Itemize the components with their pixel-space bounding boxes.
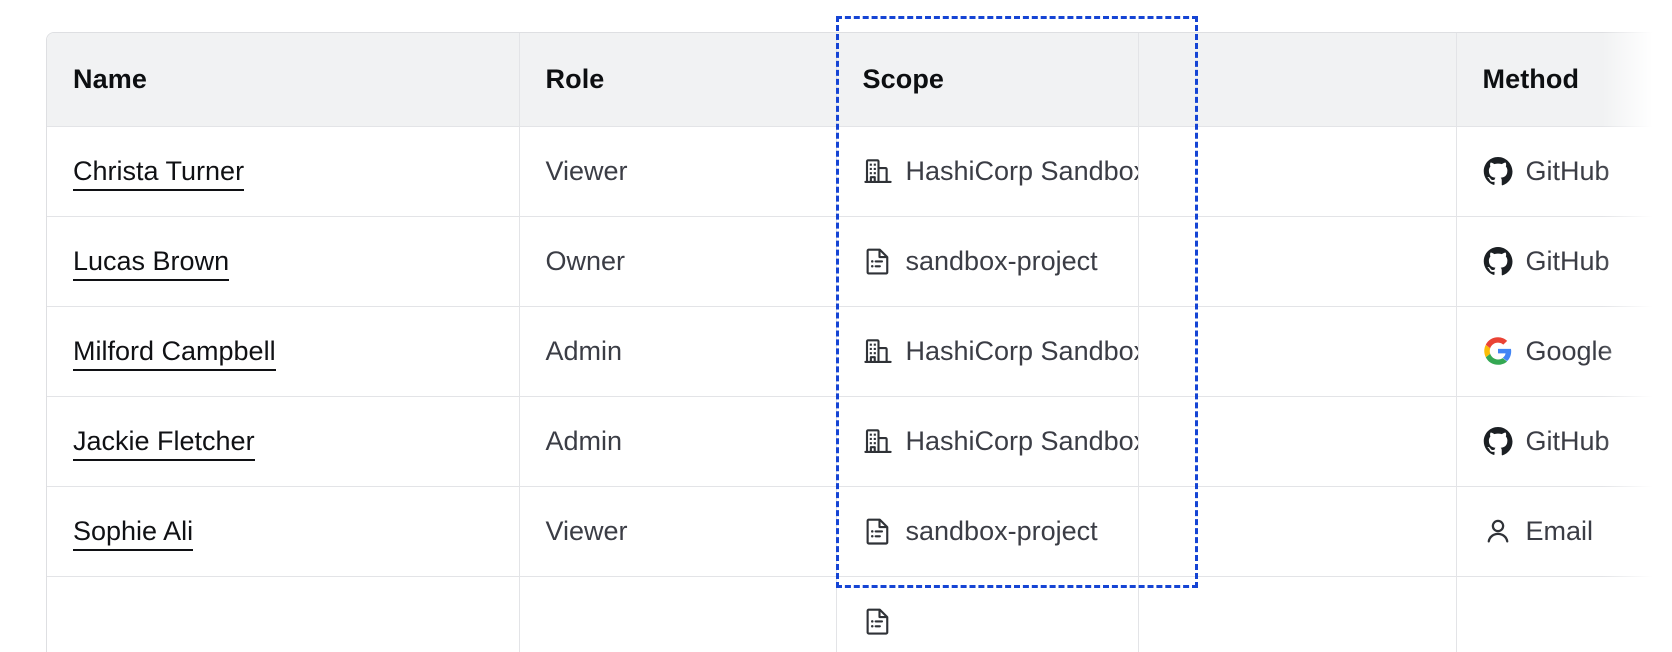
cell-extra xyxy=(1138,126,1457,217)
scope-value: sandbox-project xyxy=(863,246,1112,277)
column-header-name[interactable]: Name xyxy=(47,33,520,127)
table-row[interactable] xyxy=(47,576,1672,652)
cell-role: Owner xyxy=(519,216,837,307)
project-document-icon xyxy=(863,246,893,276)
cell-name: Jackie Fletcher xyxy=(47,396,520,487)
scope-label: sandbox-project xyxy=(905,245,1098,276)
table-row[interactable]: Sophie Ali Viewer sandbox-project Email xyxy=(47,486,1672,577)
table-row[interactable]: Lucas Brown Owner sandbox-project GitHub xyxy=(47,216,1672,307)
cell-role: Viewer xyxy=(519,486,837,577)
user-person-icon xyxy=(1483,516,1513,546)
cell-scope: HashiCorp Sandbox xyxy=(836,306,1139,397)
cell-scope xyxy=(836,576,1139,652)
cell-name: Sophie Ali xyxy=(47,486,520,577)
org-building-icon xyxy=(863,156,893,186)
cell-name xyxy=(47,576,520,652)
table-row[interactable]: Jackie Fletcher Admin HashiCorp Sandbox Git… xyxy=(47,396,1672,487)
cell-method: GitHub xyxy=(1456,396,1672,487)
cell-method: Google xyxy=(1456,306,1672,397)
method-value: Email xyxy=(1483,516,1672,547)
method-label: GitHub xyxy=(1525,155,1610,186)
scope-value: HashiCorp Sandbox xyxy=(863,336,1137,367)
method-label: GitHub xyxy=(1525,425,1610,456)
github-icon xyxy=(1483,246,1513,276)
scope-label: HashiCorp Sandbox xyxy=(905,155,1138,186)
org-building-icon xyxy=(863,426,893,456)
cell-name: Milford Campbell xyxy=(47,306,520,397)
cell-role xyxy=(519,576,837,652)
cell-role: Admin xyxy=(519,306,837,397)
member-name-link[interactable]: Sophie Ali xyxy=(73,515,194,551)
google-icon xyxy=(1483,336,1513,366)
method-label: GitHub xyxy=(1525,245,1610,276)
method-value: GitHub xyxy=(1483,156,1672,187)
cell-extra xyxy=(1138,306,1457,397)
cell-method: GitHub xyxy=(1456,216,1672,307)
project-document-icon xyxy=(863,606,893,636)
cell-role: Admin xyxy=(519,396,837,487)
cell-name: Christa Turner xyxy=(47,126,520,217)
member-name-link[interactable]: Lucas Brown xyxy=(73,245,230,281)
member-name-link[interactable]: Christa Turner xyxy=(73,155,245,191)
cell-scope: HashiCorp Sandbox xyxy=(836,126,1139,217)
scope-label: HashiCorp Sandbox xyxy=(905,425,1138,456)
scope-label: sandbox-project xyxy=(905,515,1098,546)
member-name-link[interactable]: Milford Campbell xyxy=(73,335,276,371)
method-value: GitHub xyxy=(1483,246,1672,277)
cell-role: Viewer xyxy=(519,126,837,217)
column-header-role[interactable]: Role xyxy=(519,33,837,127)
cell-scope: sandbox-project xyxy=(836,486,1139,577)
cell-extra xyxy=(1138,486,1457,577)
github-icon xyxy=(1483,426,1513,456)
scope-value: HashiCorp Sandbox xyxy=(863,156,1137,187)
table-row[interactable]: Milford Campbell Admin HashiCorp Sandbox Go… xyxy=(47,306,1672,397)
cell-extra xyxy=(1138,216,1457,307)
table-row[interactable]: Christa Turner Viewer HashiCorp Sandbox Git… xyxy=(47,126,1672,217)
cell-extra xyxy=(1138,396,1457,487)
cell-extra xyxy=(1138,576,1457,652)
scope-label: HashiCorp Sandbox xyxy=(905,335,1138,366)
column-header-method[interactable]: Method xyxy=(1456,33,1672,127)
method-label: Google xyxy=(1525,335,1613,366)
cell-name: Lucas Brown xyxy=(47,216,520,307)
project-document-icon xyxy=(863,516,893,546)
method-value: GitHub xyxy=(1483,426,1672,457)
column-header-scope[interactable]: Scope xyxy=(836,33,1139,127)
member-name-link[interactable]: Jackie Fletcher xyxy=(73,425,255,461)
org-building-icon xyxy=(863,336,893,366)
method-value: Google xyxy=(1483,336,1672,367)
cell-method xyxy=(1456,576,1672,652)
table-header: Name Role Scope Method xyxy=(47,33,1672,127)
cell-method: GitHub xyxy=(1456,126,1672,217)
method-label: Email xyxy=(1525,515,1594,546)
cell-method: Email xyxy=(1456,486,1672,577)
cell-scope: HashiCorp Sandbox xyxy=(836,396,1139,487)
scope-value xyxy=(863,606,1112,636)
column-header-extra[interactable] xyxy=(1138,33,1457,127)
scope-value: HashiCorp Sandbox xyxy=(863,426,1137,457)
scope-value: sandbox-project xyxy=(863,516,1112,547)
github-icon xyxy=(1483,156,1513,186)
cell-scope: sandbox-project xyxy=(836,216,1139,307)
table-header-row: Name Role Scope Method xyxy=(47,33,1672,127)
